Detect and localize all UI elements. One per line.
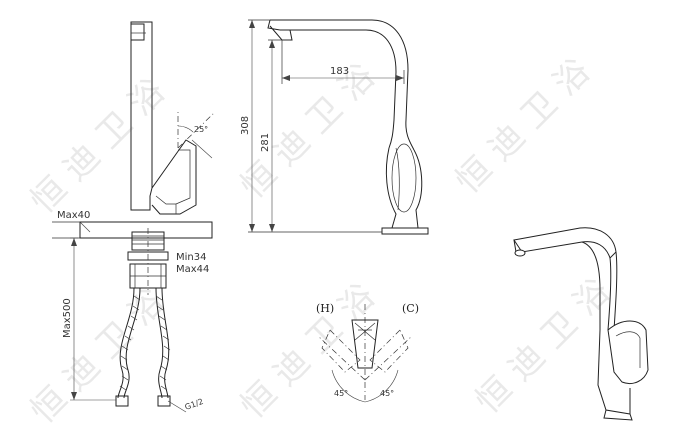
watermark-group: 恒 迪 卫 浴 — [448, 51, 598, 201]
watermark-group: 恒 迪 卫 浴 — [23, 281, 173, 431]
watermark-char: 卫 — [298, 309, 350, 361]
hot-angle-label: 45° — [334, 389, 348, 398]
deck-leader — [79, 221, 91, 233]
handle-center — [351, 319, 379, 369]
lever-leader — [191, 139, 213, 159]
hose-length-label: Max500 — [62, 298, 73, 338]
front-handle-outline — [391, 143, 417, 213]
body-mid-edge — [607, 257, 612, 331]
thread-label: G1/2 — [184, 397, 205, 412]
body-right-edge — [613, 251, 618, 331]
watermark-char: 迪 — [56, 347, 108, 399]
max-hole-label: Max44 — [176, 264, 209, 275]
hose-fitting-left — [115, 395, 129, 407]
handle-rotation-view: (H) (C) 45° 45° — [316, 302, 419, 403]
front-view: 308 281 183 — [240, 19, 429, 235]
dimension-arrow — [269, 40, 275, 48]
hot-label: (H) — [316, 302, 334, 315]
watermark-group: 恒 迪 卫 浴 — [23, 71, 173, 221]
lever-lower — [155, 195, 177, 214]
hose-left-outer — [117, 287, 135, 399]
lever-outline — [175, 149, 191, 205]
max-deck-label: Max40 — [57, 210, 90, 221]
cold-label: (C) — [402, 302, 419, 315]
dimension-arrow — [269, 224, 275, 232]
cold-angle-label: 45° — [380, 389, 394, 398]
spout-outlet — [514, 249, 526, 257]
watermark-char: 恒 — [233, 374, 285, 426]
perspective-base — [603, 409, 633, 421]
height-label: 308 — [240, 116, 251, 135]
watermark-char: 卫 — [88, 314, 140, 366]
body-left-edge — [581, 241, 601, 330]
dimension-arrow — [282, 75, 290, 81]
watermark-char: 恒 — [233, 154, 285, 206]
lever-angle-label: 25° — [194, 125, 208, 134]
handle-cold-position — [369, 329, 409, 373]
hose-braid — [119, 295, 171, 391]
watermark-char: 浴 — [331, 276, 383, 328]
dimension-arrow — [71, 392, 77, 400]
thread-leader — [167, 400, 187, 413]
lever-angle-arc — [177, 125, 194, 133]
spout-nozzle — [131, 23, 145, 41]
dimension-arrow — [71, 238, 77, 246]
front-body — [385, 147, 423, 229]
watermark-char: 恒 — [468, 369, 520, 421]
faucet-column — [130, 21, 153, 211]
watermark-char: 迪 — [266, 122, 318, 174]
dimension-arrow — [249, 224, 255, 232]
watermark-char: 卫 — [533, 304, 585, 356]
spout-outline-inner — [280, 29, 397, 149]
watermark-char: 浴 — [546, 51, 598, 103]
watermark-char: 卫 — [513, 84, 565, 136]
watermark-char: 浴 — [121, 71, 173, 123]
dimension-arrow — [249, 20, 255, 28]
hose-right — [155, 287, 164, 399]
perspective-view — [513, 227, 649, 421]
perspective-handle — [607, 320, 649, 384]
hose-right-outer — [161, 287, 170, 399]
watermark-char: 浴 — [331, 56, 383, 108]
watermark-char: 迪 — [266, 342, 318, 394]
deck-plate — [79, 221, 213, 239]
lever-handle — [151, 139, 197, 215]
spout-top-face — [513, 227, 617, 259]
reach-label: 183 — [330, 66, 349, 77]
dimension-arrow — [396, 75, 404, 81]
min-hole-label: Min34 — [176, 252, 206, 263]
watermark-char: 卫 — [88, 104, 140, 156]
lever-axis-tilted — [177, 111, 216, 149]
hose-fitting-right — [157, 395, 171, 407]
front-handle-stroke — [395, 147, 400, 211]
watermark-char: 迪 — [56, 137, 108, 189]
front-base — [381, 227, 429, 235]
watermark-char: 卫 — [298, 89, 350, 141]
handle-highlight — [615, 331, 641, 368]
spout-height-label: 281 — [260, 133, 271, 152]
watermark-char: 恒 — [448, 149, 500, 201]
handle-hot-position — [321, 329, 361, 373]
watermark-char: 迪 — [501, 337, 553, 389]
watermark-char: 迪 — [481, 117, 533, 169]
handle-cold-axis — [364, 335, 413, 381]
cold-angle-arc — [364, 369, 399, 403]
handle-hot-axis — [317, 335, 366, 381]
watermark-group: 恒 迪 卫 浴 — [233, 276, 383, 426]
watermark-char: 恒 — [23, 379, 75, 431]
hot-angle-arc — [331, 369, 366, 403]
watermark-group: 恒 迪 卫 浴 — [233, 56, 383, 206]
watermark-group: 恒 迪 卫 浴 — [468, 271, 618, 421]
spout-outline-outer — [270, 19, 415, 151]
handle-center-diag — [354, 322, 376, 341]
side-view: 25° Max40 Min34 Max44 — [52, 21, 216, 413]
